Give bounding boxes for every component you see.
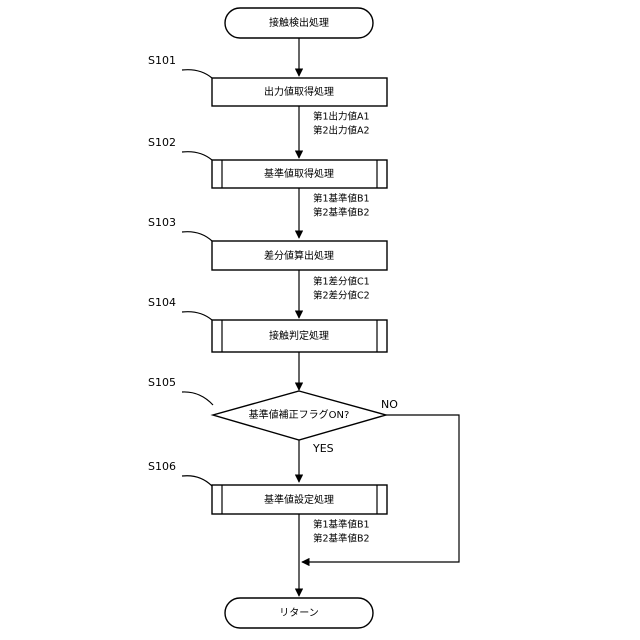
step-label-s104: S104 [148,296,176,309]
step-label-s101: S101 [148,54,176,67]
step-labels: S101 S102 S103 S104 S105 S106 [148,54,176,473]
annotation-a2: 第2出力値A2 [313,125,370,137]
step-label-s105: S105 [148,376,176,389]
step-label-s102: S102 [148,136,176,149]
branch-no-label: NO [381,398,398,411]
annotation-c2: 第2差分値C2 [313,290,370,302]
node-end-label: リターン [279,607,319,619]
leader-s101 [182,70,212,78]
leader-s106 [182,476,212,486]
node-end: リターン [225,598,373,628]
annotation-c1: 第1差分値C1 [313,276,370,288]
node-s101-label: 出力値取得処理 [264,85,334,98]
annotation-b2-set: 第2基準値B2 [313,533,370,545]
branch-yes-label: YES [312,442,334,455]
leader-s103 [182,232,212,241]
leader-s102 [182,152,212,160]
step-label-s103: S103 [148,216,176,229]
node-start-label: 接触検出処理 [269,16,329,29]
leader-s104 [182,312,212,320]
node-s102-label: 基準値取得処理 [264,167,334,180]
annotation-b1: 第1基準値B1 [313,193,370,205]
leader-s105 [182,392,213,405]
annotation-b2: 第2基準値B2 [313,207,370,219]
node-s103: 差分値算出処理 [212,241,387,270]
step-label-s106: S106 [148,460,176,473]
annotation-b1-set: 第1基準値B1 [313,519,370,531]
node-s102: 基準値取得処理 [212,160,387,188]
node-s101: 出力値取得処理 [212,78,387,106]
node-start: 接触検出処理 [225,8,373,38]
node-s103-label: 差分値算出処理 [264,249,334,262]
node-s106-label: 基準値設定処理 [264,493,334,506]
annotation-a1: 第1出力値A1 [313,111,370,123]
node-s104: 接触判定処理 [212,320,387,352]
node-s104-label: 接触判定処理 [269,329,329,342]
step-leaders [182,70,213,486]
node-s105-label: 基準値補正フラグON? [249,408,350,421]
node-s105: 基準値補正フラグON? [213,391,386,440]
node-s106: 基準値設定処理 [212,485,387,514]
